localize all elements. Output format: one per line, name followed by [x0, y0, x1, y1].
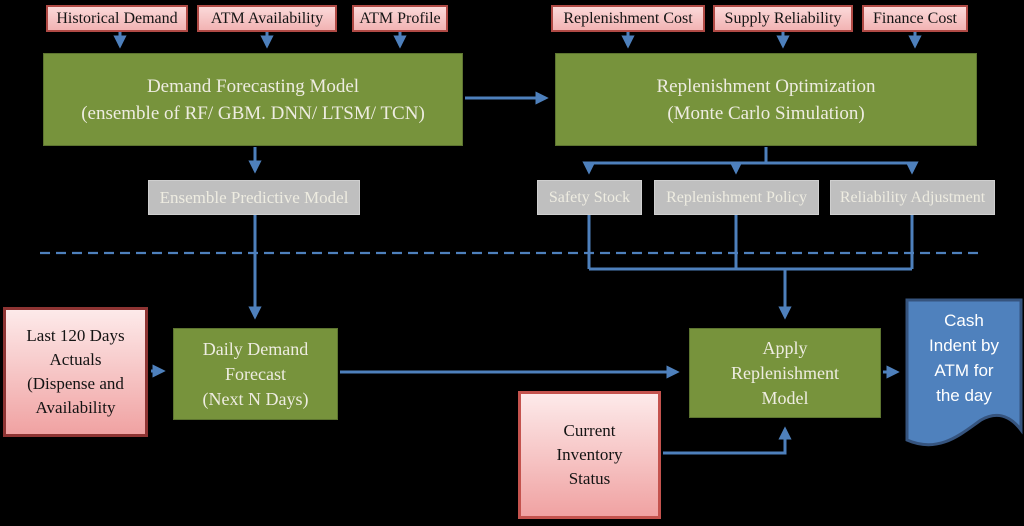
input-label: Replenishment Cost	[563, 9, 693, 27]
input-supply-reliability: Supply Reliability	[713, 5, 853, 32]
box-title: Replenishment Optimization	[656, 75, 876, 97]
input-label: Finance Cost	[873, 9, 957, 27]
demand-forecasting-model-box: Demand Forecasting Model (ensemble of RF…	[43, 53, 463, 146]
label-line: Status	[568, 469, 611, 488]
outputs-collector-line	[587, 215, 914, 271]
label-line: Current	[563, 421, 616, 440]
output-label: Replenishment Policy	[666, 188, 807, 206]
label-line: Model	[761, 387, 809, 408]
output-label: Reliability Adjustment	[839, 188, 986, 206]
daily-demand-forecast-box: Daily Demand Forecast (Next N Days)	[173, 328, 338, 420]
label-line: Last 120 Days	[26, 326, 125, 345]
input-atm-profile: ATM Profile	[352, 5, 448, 32]
input-label: Historical Demand	[56, 9, 178, 27]
label-line: Actuals	[49, 350, 102, 369]
optimization-distributor-line	[589, 147, 912, 165]
apply-replenishment-model-box: Apply Replenishment Model	[689, 328, 881, 418]
input-label: Supply Reliability	[724, 9, 842, 27]
box-subtitle: (ensemble of RF/ GBM. DNN/ LTSM/ TCN)	[81, 102, 425, 124]
label-line: Inventory	[556, 445, 623, 464]
label-line: ATM for	[934, 361, 994, 380]
current-inventory-status-box: Current Inventory Status	[518, 391, 661, 519]
input-historical-demand: Historical Demand	[46, 5, 188, 32]
input-finance-cost: Finance Cost	[862, 5, 968, 32]
replenishment-policy-box: Replenishment Policy	[654, 180, 819, 215]
output-label: Ensemble Predictive Model	[159, 188, 349, 207]
label-line: Apply	[762, 337, 808, 358]
label-line: the day	[936, 386, 992, 405]
replenishment-optimization-box: Replenishment Optimization (Monte Carlo …	[555, 53, 977, 146]
output-label: Safety Stock	[548, 188, 631, 206]
cash-indent-document: Cash Indent by ATM for the day	[905, 298, 1023, 456]
box-subtitle: (Monte Carlo Simulation)	[667, 102, 865, 124]
label-line: Availability	[35, 398, 116, 417]
input-label: ATM Profile	[359, 9, 441, 27]
safety-stock-box: Safety Stock	[537, 180, 642, 215]
box-title: Demand Forecasting Model	[146, 75, 360, 97]
ensemble-predictive-model-box: Ensemble Predictive Model	[148, 180, 360, 215]
input-replenishment-cost: Replenishment Cost	[551, 5, 705, 32]
label-line: Replenishment	[731, 362, 839, 383]
input-label: ATM Availability	[210, 9, 324, 27]
input-atm-availability: ATM Availability	[197, 5, 337, 32]
arrow-inventory-to-apply-model	[663, 426, 792, 455]
document-label: Cash Indent by ATM for the day	[905, 308, 1023, 408]
label-line: (Dispense and	[27, 374, 124, 393]
label-line: Cash	[944, 311, 984, 330]
label-line: Daily Demand	[202, 338, 309, 359]
label-line: Indent by	[929, 336, 999, 355]
label-line: (Next N Days)	[202, 388, 309, 409]
reliability-adjustment-box: Reliability Adjustment	[830, 180, 995, 215]
label-line: Forecast	[225, 363, 286, 384]
last-120-days-actuals-box: Last 120 Days Actuals (Dispense and Avai…	[3, 307, 148, 437]
document-shape	[905, 298, 1023, 447]
